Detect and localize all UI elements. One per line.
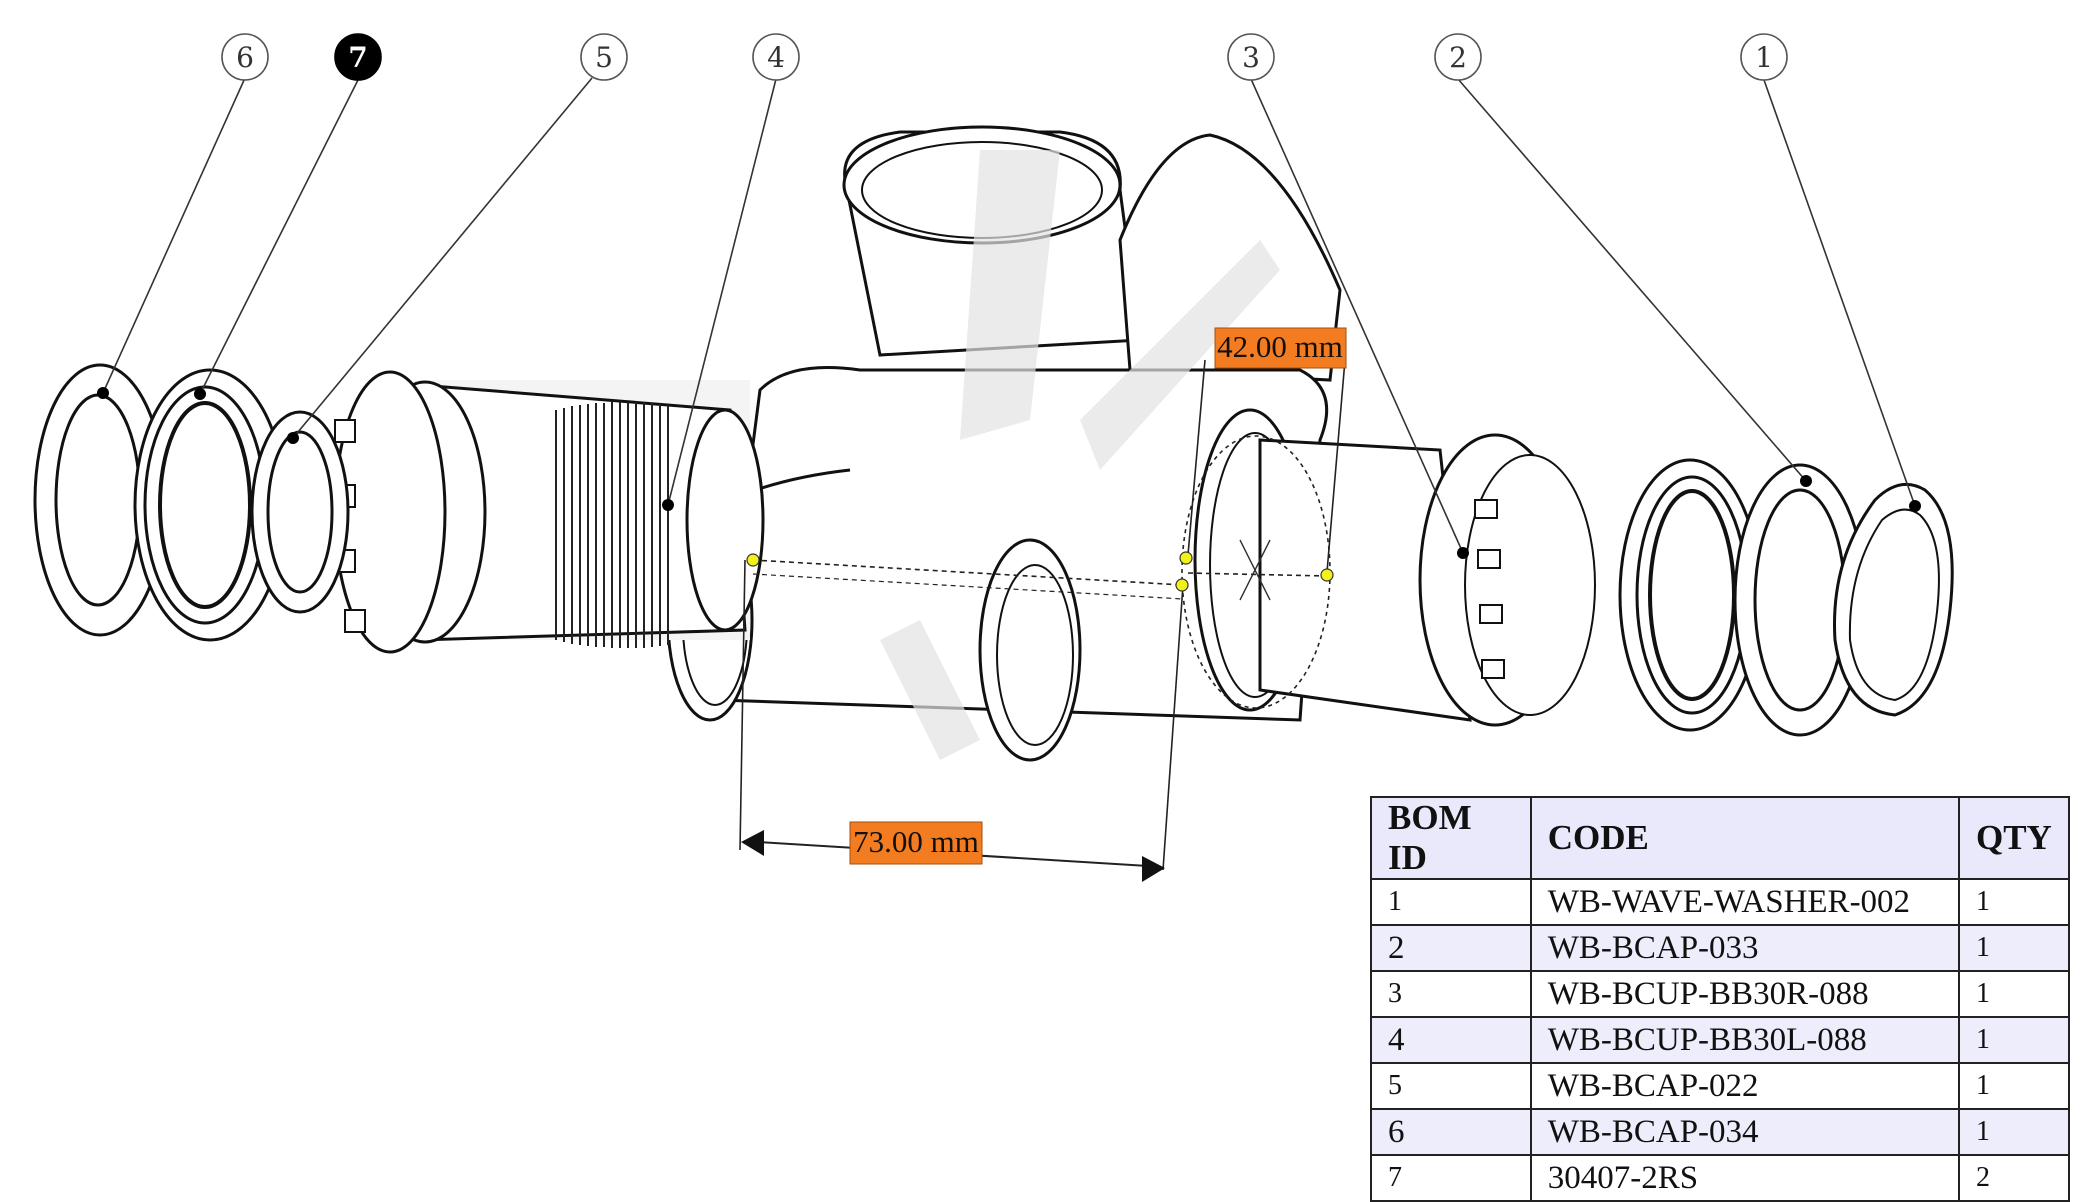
width-label-box [849, 821, 983, 865]
bom-cell-id: 2 [1370, 924, 1532, 972]
bom-cell-qty: 1 [1957, 878, 2071, 926]
diameter-label-box [1214, 327, 1347, 369]
bom-cell-code: WB-BCUP-BB30L-088 [1529, 1016, 1960, 1064]
bom-cell-qty: 2 [1957, 1154, 2071, 1202]
diameter-label: 42.00 mm [1217, 329, 1343, 364]
right-bb-cup [1258, 433, 1596, 727]
leader-lines [102, 77, 1916, 554]
bom-cell-id: 4 [1370, 1016, 1532, 1064]
bom-cell-qty: 1 [1957, 1062, 2071, 1110]
left-bb-cup [333, 370, 765, 654]
bottom-bracket-shell [666, 125, 1342, 762]
callout-5-label: 5 [595, 41, 613, 74]
callout-1-label: 1 [1755, 41, 1773, 74]
bom-cell-qty: 1 [1957, 970, 2071, 1018]
bom-header-id: BOM ID [1370, 796, 1532, 880]
callout-3-label: 3 [1242, 41, 1260, 74]
bom-row: 3 WB-BCUP-BB30R-088 1 [1370, 970, 2071, 1018]
part-7-bearing-30407-right [1618, 458, 1762, 732]
bom-table: BOM ID CODE QTY 1 WB-WAVE-WASHER-002 1 2… [1370, 796, 2071, 1202]
leader-endpoints [97, 387, 1921, 559]
bom-cell-code: 30407-2RS [1529, 1154, 1960, 1202]
bom-row: 7 30407-2RS 2 [1370, 1154, 2071, 1202]
callout-3: 3 [1227, 33, 1275, 81]
callout-7: 7 [334, 33, 382, 81]
diameter-dimension: 42.00 mm [1181, 327, 1347, 709]
bom-row: 2 WB-BCAP-033 1 [1370, 924, 2071, 972]
bom-row: 1 WB-WAVE-WASHER-002 1 [1370, 878, 2071, 926]
bom-header-row: BOM ID CODE QTY [1370, 796, 2071, 880]
bom-cell-code: WB-BCAP-022 [1529, 1062, 1960, 1110]
left-cup-threads [555, 402, 669, 648]
callout-2-label: 2 [1449, 41, 1467, 74]
width-label: 73.00 mm [853, 824, 979, 859]
callout-4-label: 4 [767, 41, 785, 74]
callout-7-label: 7 [348, 41, 367, 74]
bom-cell-id: 5 [1370, 1062, 1532, 1110]
right-cup-notches [1474, 499, 1505, 679]
bom-row: 6 WB-BCAP-034 1 [1370, 1108, 2071, 1156]
width-dimension: 73.00 mm [739, 559, 1184, 882]
shell-watermark-shading [880, 150, 1280, 760]
callout-6: 6 [221, 33, 269, 81]
bom-cell-code: WB-BCAP-034 [1529, 1108, 1960, 1156]
bom-cell-qty: 1 [1957, 1108, 2071, 1156]
callout-6-label: 6 [236, 41, 254, 74]
part-2-bearing-cap-033 [1733, 463, 1867, 737]
bom-cell-qty: 1 [1957, 1016, 2071, 1064]
callout-2: 2 [1434, 33, 1482, 81]
callout-4: 4 [752, 33, 800, 81]
callout-1: 1 [1740, 33, 1788, 81]
callout-5: 5 [580, 33, 628, 81]
measure-points [746, 551, 1334, 592]
part-6-bearing-cap-034 [33, 363, 167, 637]
bom-cell-qty: 1 [1957, 924, 2071, 972]
bom-cell-id: 3 [1370, 970, 1532, 1018]
bom-row: 5 WB-BCAP-022 1 [1370, 1062, 2071, 1110]
bom-cell-id: 7 [1370, 1154, 1532, 1202]
part-7-bearing-30407 [133, 368, 287, 642]
width-arrow-left [741, 830, 764, 856]
bom-cell-code: WB-BCUP-BB30R-088 [1529, 970, 1960, 1018]
width-arrow-right [1142, 856, 1165, 882]
bom-cell-code: WB-BCAP-033 [1529, 924, 1960, 972]
bom-header-qty: QTY [1957, 796, 2071, 880]
bom-row: 4 WB-BCUP-BB30L-088 1 [1370, 1016, 2071, 1064]
bom-header-code: CODE [1529, 796, 1960, 880]
bom-cell-id: 1 [1370, 878, 1532, 926]
part-5-bearing-cap-022 [250, 410, 350, 614]
part-1-wave-washer-002 [1833, 482, 1954, 717]
bom-cell-id: 6 [1370, 1108, 1532, 1156]
bom-cell-code: WB-WAVE-WASHER-002 [1529, 878, 1960, 926]
